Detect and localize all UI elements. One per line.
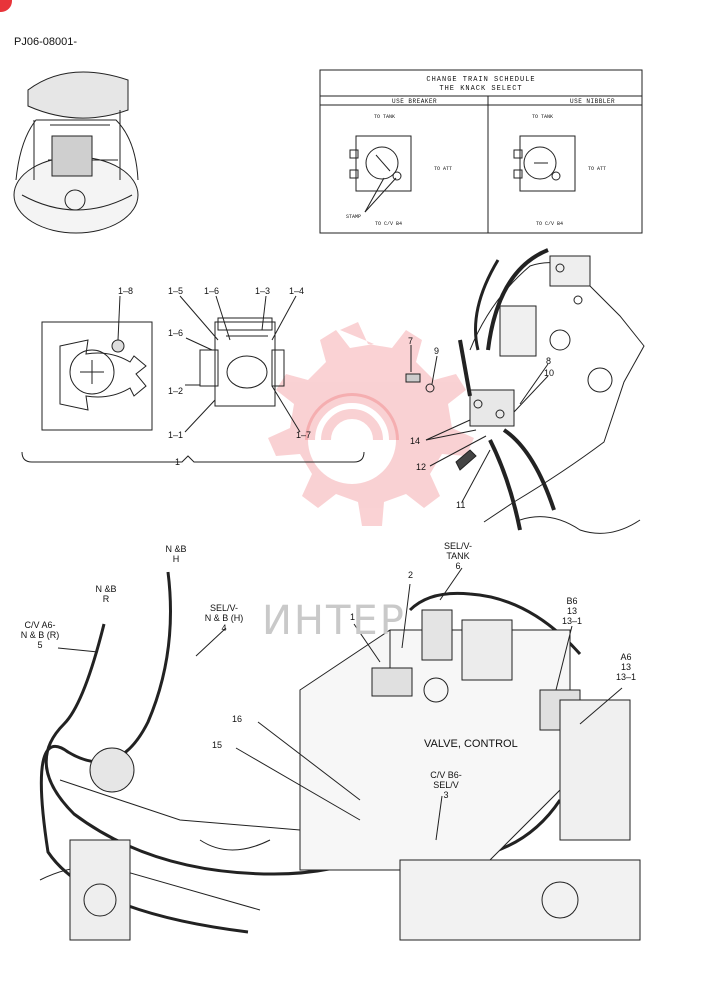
label-nb-h-line2: H <box>172 554 180 564</box>
label-8: 8 <box>546 356 552 366</box>
schedule-title-line2: THE KNACK SELECT <box>439 85 523 93</box>
label-1-1: 1–1 <box>168 430 184 440</box>
right-to-att: TO ATT <box>588 166 607 172</box>
label-7: 7 <box>408 336 414 346</box>
label-selv-nbh-line3: 4 <box>221 623 227 633</box>
label-b6-line3: 13–1 <box>561 616 583 626</box>
valve-mount-assembly <box>405 248 645 534</box>
label-cv-a6-line3: 5 <box>37 640 43 650</box>
label-cv-a6: C/V A6-N & B (R)5 <box>21 620 60 650</box>
control-valve-tank <box>39 567 641 941</box>
label-cv-a6-line1: C/V A6- <box>24 620 56 630</box>
label-sel-tank-line3: 6 <box>455 561 461 571</box>
change-train-schedule-table <box>319 69 643 234</box>
cab-illustration <box>13 71 139 234</box>
label-cv-b6-line3: 3 <box>443 790 449 800</box>
label-1-6-top: 1–6 <box>204 286 220 296</box>
schedule-col-left: USE BREAKER <box>392 98 438 105</box>
left-stamp: STAMP <box>346 214 362 220</box>
part-code: PJ06-08001- <box>14 36 77 48</box>
label-cv-b6-line1: C/V B6- <box>430 770 462 780</box>
label-1-8: 1–8 <box>118 286 134 296</box>
label-11: 11 <box>456 500 466 510</box>
label-1-7: 1–7 <box>296 430 312 440</box>
label-10: 10 <box>544 368 555 378</box>
label-1-lower: 1 <box>350 612 356 622</box>
label-15: 15 <box>212 740 223 750</box>
label-2: 2 <box>408 570 414 580</box>
label-b6-line2: 13 <box>566 606 577 616</box>
label-sel-tank-line2: TANK <box>446 551 470 561</box>
label-b6-line1: B6 <box>566 596 578 606</box>
schedule-title-line1: CHANGE TRAIN SCHEDULE <box>426 76 536 84</box>
label-cv-a6-line2: N & B (R) <box>20 630 60 640</box>
watermark-text: ИНТЕР <box>262 598 406 644</box>
label-nb-r-line2: R <box>102 594 110 604</box>
left-to-tank: TO TANK <box>374 114 396 120</box>
label-1-2: 1–2 <box>168 386 184 396</box>
label-nb-h-line1: N &B <box>165 544 187 554</box>
label-nb-r-line1: N &B <box>95 584 117 594</box>
detail-valve-front-view <box>41 295 153 431</box>
label-a6-line3: 13–1 <box>615 672 637 682</box>
label-12: 12 <box>416 462 427 472</box>
watermark-gear-logo <box>268 322 474 526</box>
label-16: 16 <box>232 714 243 724</box>
valve-control-label: VALVE, CONTROL <box>424 738 518 750</box>
label-1: 1 <box>175 457 181 467</box>
detail-valve-side-view <box>21 295 365 463</box>
label-selv-nbh: SEL/V-N & B (H)4 <box>205 603 244 633</box>
label-1-5: 1–5 <box>168 286 184 296</box>
label-a6-line1: A6 <box>620 652 632 662</box>
watermark-rings <box>305 393 399 441</box>
label-a6-line2: 13 <box>620 662 631 672</box>
label-1-6-mid: 1–6 <box>168 328 184 338</box>
label-sel-tank-line1: SEL/V- <box>443 541 473 551</box>
label-9: 9 <box>434 346 440 356</box>
label-cv-b6-line2: SEL/V <box>433 780 459 790</box>
left-to-cv: TO C/V B4 <box>375 221 403 227</box>
label-14: 14 <box>410 436 421 446</box>
label-1-3: 1–3 <box>255 286 271 296</box>
right-to-tank: TO TANK <box>532 114 554 120</box>
left-to-att: TO ATT <box>434 166 453 172</box>
schedule-title: CHANGE TRAIN SCHEDULE THE KNACK SELECT <box>320 76 642 94</box>
label-selv-nbh-line1: SEL/V- <box>209 603 239 613</box>
label-1-4: 1–4 <box>289 286 305 296</box>
label-selv-nbh-line2: N & B (H) <box>204 613 244 623</box>
right-to-cv: TO C/V B4 <box>536 221 564 227</box>
schedule-col-right: USE NIBBLER <box>570 98 616 105</box>
